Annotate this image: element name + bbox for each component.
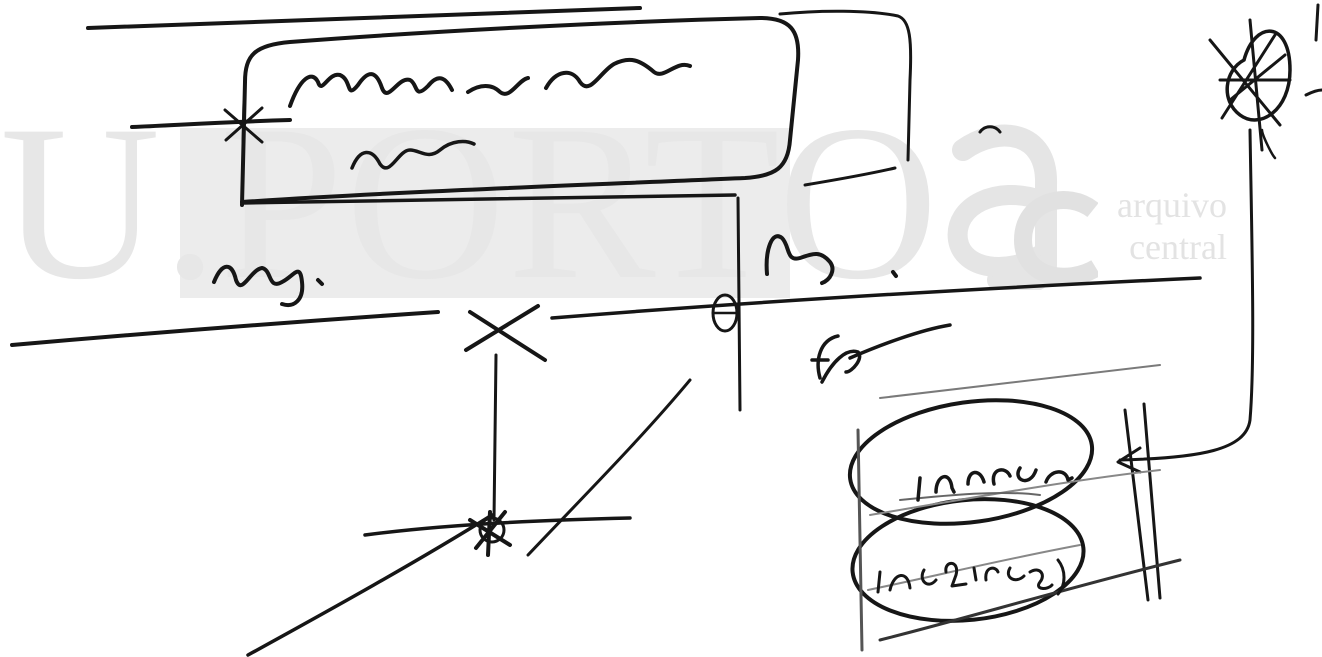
rounded-box-outline bbox=[240, 16, 801, 204]
